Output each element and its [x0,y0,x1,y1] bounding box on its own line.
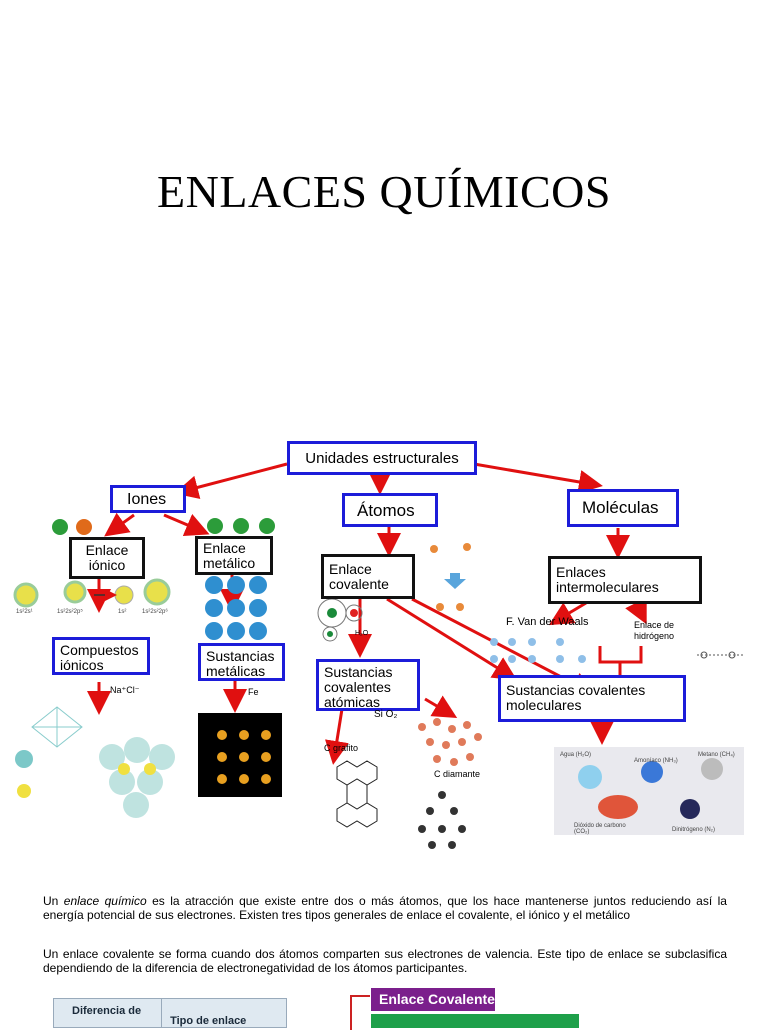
li-config-label: 1s²2s¹ [16,609,33,615]
term-enlace-quimico: enlace químico [63,894,147,908]
agua-label: Agua (H₂O) [560,752,592,758]
graphite-diagram [336,760,378,828]
enlace-covalente-box: Enlace covalente [321,554,415,599]
silica-diagram [418,718,482,766]
sustancias-metalicas-box: Sustancias metálicas [198,643,285,681]
ionic-electron-diagram [13,578,171,608]
compuestos-ionicos-box: Compuestos iónicos [52,637,150,675]
van-der-waals-label: F. Van der Waals [506,616,589,628]
f-config-label: 1s²2s²2p⁵ [57,609,83,615]
enlaces-intermoleculares-box: Enlaces intermoleculares [548,556,702,604]
concept-map: Unidades estructurales Iones Átomos Molé… [12,437,756,857]
concept-map-graphics [13,462,744,849]
legend-connector [350,995,370,1030]
dioxido-label: Dióxido de carbono (CO₂) [574,823,626,835]
c-grafito-label: C grafito [324,743,359,753]
paragraph-covalente: Un enlace covalente se forma cuando dos … [43,947,727,975]
li-ion-config-label: 1s² [118,609,127,615]
ionic-crystal-diagram [15,706,175,818]
amoniaco-label: Amoníaco (NH₃) [634,758,678,764]
paragraph-definition: Un enlace químico es la atracción que ex… [43,894,727,922]
h2o-label: H₂O [355,630,369,637]
sust-cov-moleculares-box: Sustancias covalentes moleculares [498,675,686,722]
iones-box: Iones [110,485,186,513]
enlace-hidrogeno-label: Enlace de hidrógeno [634,620,675,641]
atomos-box: Átomos [342,493,438,527]
hydrogen-bond-diagram [697,651,744,659]
root-box: Unidades estructurales [287,441,477,475]
sust-cov-atomicas-box: Sustancias covalentes atómicas [316,659,420,711]
f-ion-config-label: 1s²2s²2p⁶ [142,609,168,615]
dinitrogeno-label: Dinitrógeno (N₂) [672,827,716,833]
atom-diagram [317,543,471,642]
fe-label: Fe [248,687,259,697]
legend-enlace-covalente: Enlace Covalente [371,988,495,1011]
table-col2: Tipo de enlace [161,999,246,1027]
metano-label: Metano (CH₄) [698,752,735,758]
metal-lattice-diagram [205,576,267,640]
enlace-ionico-box: Enlace iónico [69,537,145,579]
enlace-metalico-box: Enlace metálico [195,536,273,575]
nacl-label: Na⁺Cl⁻ [110,685,140,695]
sio2-label: Si O₂ [374,709,398,720]
legend-green-bar [371,1014,579,1028]
van-der-waals-diagram [490,638,586,663]
moleculas-box: Moléculas [567,489,679,527]
c-diamante-label: C diamante [434,769,481,779]
table-col1: Diferencia de [72,1005,142,1017]
diamond-diagram [418,791,466,849]
ion-icons [52,518,275,535]
page-title: ENLACES QUÍMICOS [157,166,611,217]
